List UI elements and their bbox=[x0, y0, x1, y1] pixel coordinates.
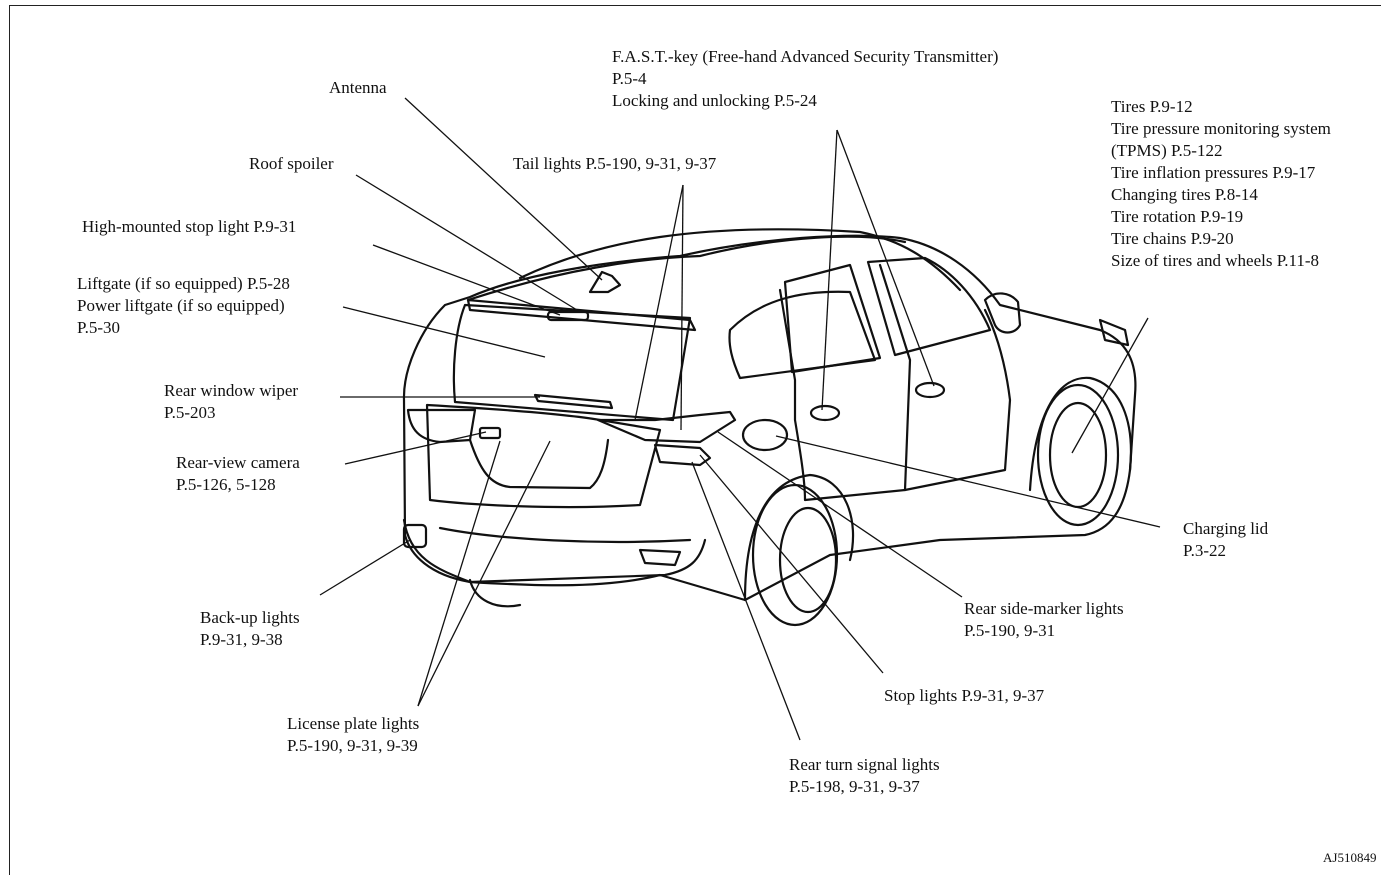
rear-wheel-arch bbox=[743, 473, 855, 602]
charging-lid-shape bbox=[741, 418, 789, 452]
label-liftgate: Liftgate (if so equipped) P.5-28 Power l… bbox=[77, 274, 290, 337]
antenna-fin bbox=[588, 270, 622, 294]
rear-wheel-hub bbox=[778, 506, 838, 614]
body-outline bbox=[402, 234, 1137, 602]
leader-roof-spoiler bbox=[355, 174, 578, 311]
side-window-rear bbox=[728, 290, 877, 380]
leader-fast-2 bbox=[836, 129, 935, 387]
leader-camera bbox=[344, 431, 487, 465]
roof-rail bbox=[518, 228, 962, 292]
tail-light-lower bbox=[653, 443, 712, 467]
rear-glass bbox=[452, 303, 692, 422]
label-stop-lights: Stop lights P.9-31, 9-37 bbox=[884, 686, 1045, 705]
label-antenna: Antenna bbox=[329, 78, 387, 97]
tail-light-left bbox=[406, 408, 477, 444]
leader-backup bbox=[319, 539, 411, 596]
front-wheel-hub bbox=[1048, 401, 1108, 509]
leader-tires bbox=[1071, 317, 1149, 454]
figure-frame bbox=[9, 5, 1381, 875]
front-wheel bbox=[1036, 383, 1120, 527]
leader-liftgate bbox=[342, 306, 546, 358]
label-back-up-lights: Back-up lights P.9-31, 9-38 bbox=[200, 608, 300, 649]
leader-turn bbox=[691, 461, 801, 741]
leader-fast-1 bbox=[821, 129, 838, 411]
side-window-mid bbox=[783, 263, 882, 374]
label-roof-spoiler: Roof spoiler bbox=[249, 154, 334, 173]
leader-side-marker bbox=[717, 431, 963, 598]
front-wheel-arch bbox=[1028, 376, 1132, 492]
leader-antenna bbox=[404, 97, 603, 281]
front-door bbox=[903, 308, 1012, 492]
plate-recess bbox=[468, 438, 610, 490]
rear-door bbox=[778, 263, 912, 502]
roof-line bbox=[466, 235, 907, 302]
leader-charging bbox=[775, 435, 1161, 528]
label-rear-window-wiper: Rear window wiper P.5-203 bbox=[164, 381, 299, 422]
bumper-light-right bbox=[638, 548, 682, 567]
label-license-plate-lights: License plate lights P.5-190, 9-31, 9-39 bbox=[287, 714, 420, 755]
front-door-handle bbox=[914, 381, 946, 399]
side-window-front bbox=[866, 256, 992, 357]
liftgate-panel bbox=[425, 403, 662, 509]
rear-wheel bbox=[751, 483, 839, 627]
label-rear-view-camera: Rear-view camera P.5-126, 5-128 bbox=[176, 453, 300, 494]
label-charging-lid: Charging lid P.3-22 bbox=[1183, 519, 1269, 560]
bumper-light-left bbox=[402, 523, 428, 549]
leader-plate-1 bbox=[417, 440, 501, 707]
leader-plate-2 bbox=[417, 440, 551, 707]
tail-light-right bbox=[596, 410, 737, 444]
label-rear-side-marker-lights: Rear side-marker lights P.5-190, 9-31 bbox=[964, 599, 1124, 640]
wiper-shape bbox=[533, 393, 614, 410]
figure-code: AJ510849 bbox=[1323, 850, 1377, 865]
label-tail-lights: Tail lights P.5-190, 9-31, 9-37 bbox=[513, 154, 717, 173]
label-tires: Tires P.9-12 Tire pressure monitoring sy… bbox=[1111, 97, 1331, 270]
label-high-mounted-stop-light: High-mounted stop light P.9-31 bbox=[82, 217, 297, 236]
label-fast-key: F.A.S.T.-key (Free-hand Advanced Securit… bbox=[612, 47, 999, 110]
rear-door-handle bbox=[809, 404, 841, 422]
roof-spoiler-shape bbox=[466, 298, 697, 332]
leader-hmsl bbox=[372, 244, 561, 316]
bumper-line bbox=[438, 526, 692, 544]
leader-tail-1 bbox=[634, 184, 684, 421]
leader-tail-2 bbox=[680, 184, 684, 431]
label-rear-turn-signal-lights: Rear turn signal lights P.5-198, 9-31, 9… bbox=[789, 755, 940, 796]
leader-stop bbox=[699, 454, 884, 674]
hmsl-shape bbox=[546, 310, 590, 322]
rear-left-tire bbox=[468, 578, 522, 608]
side-mirror bbox=[983, 292, 1022, 334]
front-light bbox=[1098, 318, 1130, 347]
